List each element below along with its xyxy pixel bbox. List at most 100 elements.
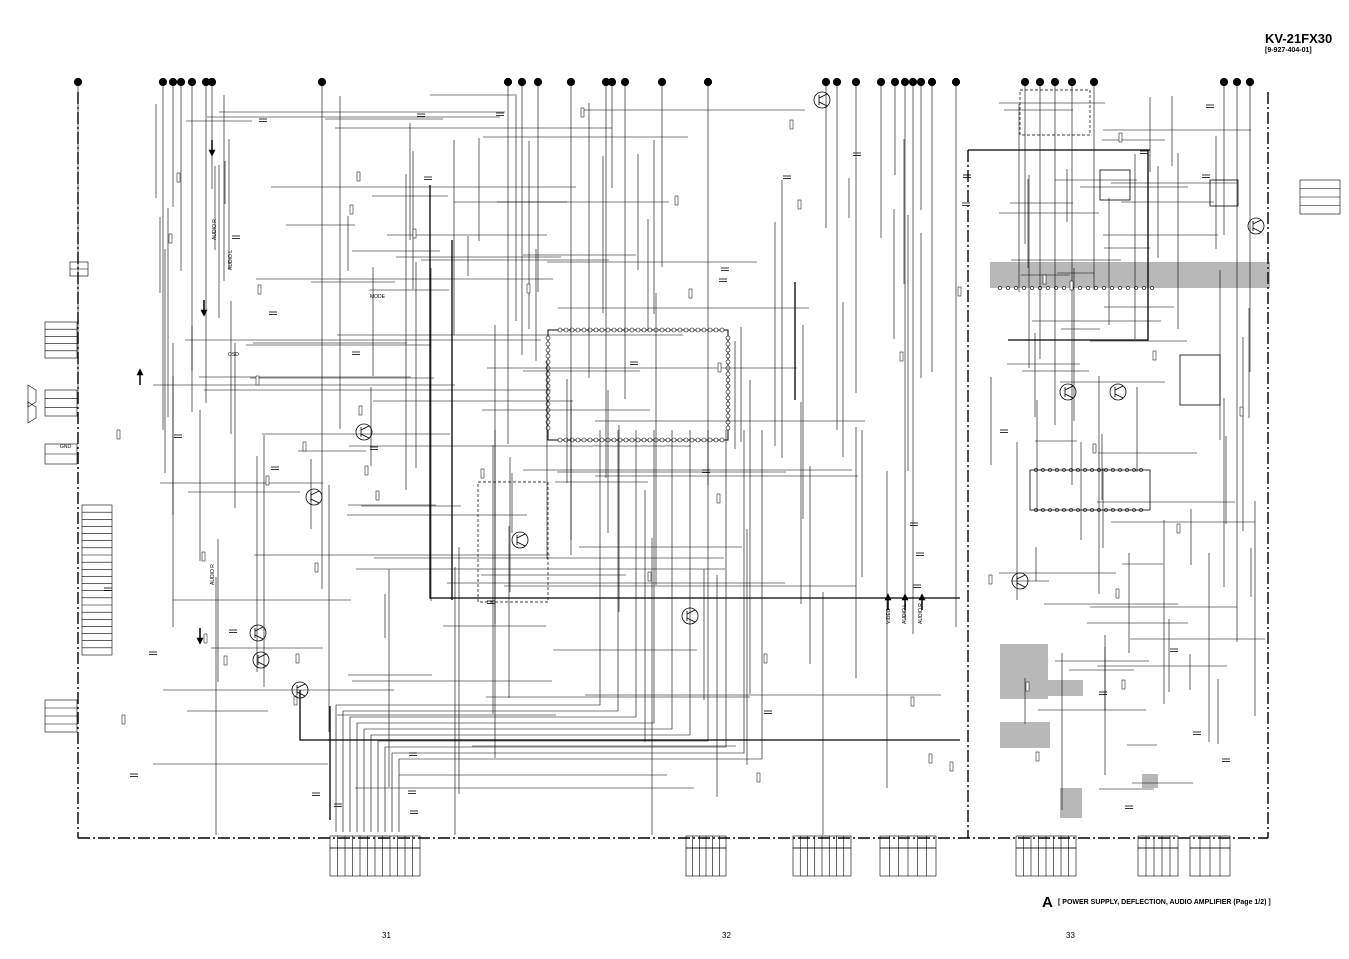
ic-pin <box>725 389 731 395</box>
resistor-symbol <box>647 571 652 582</box>
ic-pin <box>635 327 641 333</box>
shaded-block-psu-3 <box>1000 722 1050 748</box>
top-node <box>158 77 168 87</box>
ic-pin <box>1022 286 1026 290</box>
resistor-symbol <box>176 172 181 183</box>
resistor-symbol <box>265 475 270 486</box>
resistor-symbol <box>302 441 307 452</box>
resistor-symbol <box>763 653 768 664</box>
heavy-wire <box>1008 150 1149 341</box>
ic-pin <box>713 327 719 333</box>
top-node <box>73 77 83 87</box>
ic-pin <box>725 395 731 401</box>
ic-pin <box>1142 286 1146 290</box>
section-caption: [ POWER SUPPLY, DEFLECTION, AUDIO AMPLIF… <box>1058 899 1271 906</box>
main-ic <box>547 329 729 441</box>
right-ics <box>1029 169 1239 511</box>
ic-pin <box>545 377 551 383</box>
signal-arrow-head <box>884 593 892 601</box>
ic-pin <box>725 419 731 425</box>
ic-pin <box>719 437 725 443</box>
ic-pin <box>599 437 605 443</box>
ic-pin <box>641 437 647 443</box>
ic-pin <box>677 327 683 333</box>
ic-pin <box>593 327 599 333</box>
ic-pin <box>998 286 1002 290</box>
ic-pin <box>629 437 635 443</box>
ic-pin <box>545 341 551 347</box>
ic-pin <box>545 389 551 395</box>
page-number-2: 32 <box>722 931 731 940</box>
transistor-collector <box>516 533 526 539</box>
bus-wire <box>398 430 763 832</box>
resistor-symbol <box>928 753 933 764</box>
transistors <box>249 91 1265 699</box>
speaker-icon <box>27 384 37 408</box>
ic-pin <box>1118 286 1122 290</box>
ic-pin <box>647 437 653 443</box>
transistor-emitter <box>296 691 306 697</box>
top-node <box>1089 77 1099 87</box>
top-node <box>187 77 197 87</box>
ic-pin <box>707 437 713 443</box>
section-letter: A <box>1042 894 1053 911</box>
top-node <box>1232 77 1242 87</box>
ic-pin <box>1086 286 1090 290</box>
transistor-collector <box>1016 574 1026 580</box>
transistor-emitter <box>310 498 320 504</box>
resistor-symbol <box>1042 274 1047 285</box>
ic-pin <box>665 327 671 333</box>
resistor-symbol <box>1118 132 1123 143</box>
label-mode: MODE <box>370 294 386 300</box>
transistor-symbol <box>249 624 267 642</box>
ic-pin <box>557 327 563 333</box>
resistor-symbol <box>480 468 485 479</box>
transistor-symbol <box>291 681 309 699</box>
transistor-collector <box>254 626 264 632</box>
transistor-collector <box>1114 385 1124 391</box>
ic-pin <box>545 419 551 425</box>
top-node <box>951 77 961 87</box>
transistor-collector <box>686 609 696 615</box>
resistor-symbol <box>1121 679 1126 690</box>
ic-pin <box>545 425 551 431</box>
label-audio-l-1: AUDIO L <box>228 250 234 270</box>
transistor-emitter <box>1064 393 1074 399</box>
resistor-symbol <box>349 204 354 215</box>
ic-pin <box>575 437 581 443</box>
ic-pin <box>623 437 629 443</box>
bus-wire <box>377 430 709 832</box>
ic-pin <box>665 437 671 443</box>
model-title: KV-21FX30 <box>1265 31 1333 46</box>
ic-pin <box>725 371 731 377</box>
top-node <box>607 77 617 87</box>
resistor-symbol <box>295 653 300 664</box>
top-node <box>821 77 831 87</box>
ic-pin <box>569 437 575 443</box>
resistor-symbol <box>910 696 915 707</box>
bus-wire <box>384 430 727 832</box>
transistor-symbol <box>1247 217 1265 235</box>
resistor-symbol <box>356 171 361 182</box>
bus-wire <box>356 430 655 832</box>
ic-pin <box>581 437 587 443</box>
side-connector <box>44 321 78 359</box>
ic-pin <box>725 359 731 365</box>
ic-pin <box>545 413 551 419</box>
transistor-emitter <box>1114 393 1124 399</box>
resistor-symbol <box>957 286 962 297</box>
resistor-symbol <box>314 562 319 573</box>
ic-pin <box>671 437 677 443</box>
ic-pin <box>635 437 641 443</box>
resistor-symbol <box>526 283 531 294</box>
ic-pin <box>545 347 551 353</box>
ic-pin <box>695 327 701 333</box>
label-audio-r-2: AUDIO R <box>210 564 216 585</box>
ic-pin <box>617 327 623 333</box>
top-node <box>657 77 667 87</box>
ic-pin <box>701 437 707 443</box>
top-node <box>832 77 842 87</box>
part-number: [9-927-404-01] <box>1265 47 1312 54</box>
bottom-connectors <box>329 835 1231 877</box>
